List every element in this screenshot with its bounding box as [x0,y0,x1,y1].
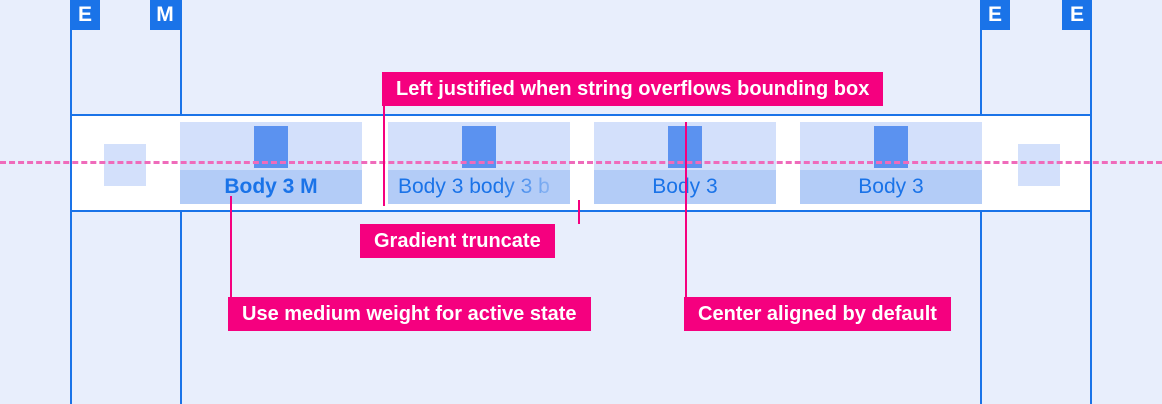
column-badge-e-3: E [1062,0,1092,30]
guide-line-3 [1090,0,1092,404]
leader-center-aligned [685,122,687,297]
leader-gradient-truncate [578,200,580,224]
baseline-guide [0,161,1162,164]
guide-line-0 [70,0,72,404]
end-placeholder-square-1 [1018,144,1060,186]
leader-medium-weight [230,196,232,297]
note-left-justified: Left justified when string overflows bou… [382,72,884,106]
column-badge-e-0: E [70,0,100,30]
column-badge-m-1: M [150,0,180,30]
column-badge-e-2: E [980,0,1010,30]
tab-label: Body 3 [800,170,982,204]
note-medium-weight: Use medium weight for active state [228,297,591,331]
tab-label: Body 3 M [180,170,362,204]
note-gradient-truncate: Gradient truncate [360,224,555,258]
tab-label: Body 3 body 3 b [388,170,570,204]
leader-left-justified [383,106,385,206]
end-placeholder-square-0 [104,144,146,186]
note-center-aligned: Center aligned by default [684,297,951,331]
